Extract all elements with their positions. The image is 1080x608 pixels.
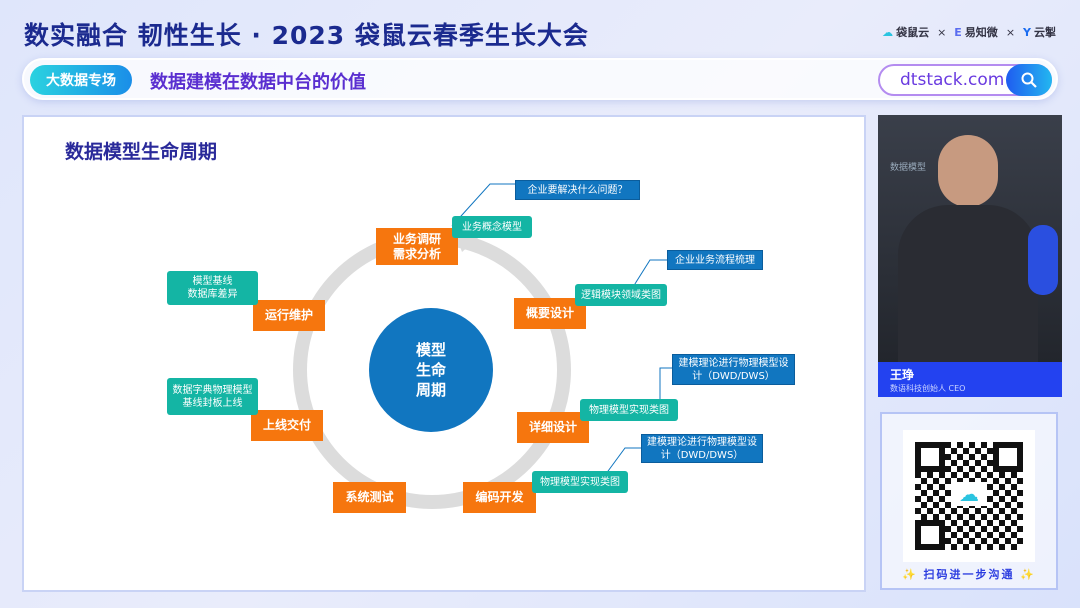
note-box: 企业要解决什么问题？ [515,180,640,200]
note-box: 建模理论进行物理模型设 计（DWD/DWS） [641,434,763,463]
slide-title: 数据模型生命周期 [65,141,218,163]
separator: × [937,25,947,39]
note-box: 建模理论进行物理模型设 计（DWD/DWS） [672,354,795,385]
stage-box: 上线交付 [251,410,323,441]
model-box: 物理模型实现类图 [580,399,678,421]
speaker-name: 王琤 [890,368,915,382]
speaker-caption: 王琤 数语科技创始人 CEO [878,362,1062,397]
video-screen [1028,225,1058,295]
dtstack-logo: ☁袋鼠云 [882,25,930,40]
video-screen-text: 数据模型 [890,163,927,173]
stage-box: 概要设计 [514,298,586,329]
model-box: 物理模型实现类图 [532,471,628,493]
stage-box: 详细设计 [517,412,589,443]
speaker-head [938,135,998,207]
center-circle [369,308,493,432]
center-label: 模型 生命 周期 [415,341,446,399]
lifecycle-ring [293,183,672,509]
model-box: 数据字典物理模型 基线封板上线 [167,378,258,415]
stage-box: 业务调研 需求分析 [376,228,458,265]
separator: × [1005,25,1016,39]
search-icon [1021,72,1037,88]
session-tag: 大数据专场 [30,65,132,95]
qr-code: ☁ [903,430,1035,562]
talk-title: 数据建模在数据中台的价值 [150,72,366,93]
event-title: 数实融合 韧性生长 · 2023 袋鼠云春季生长大会 [24,21,589,50]
speaker-role: 数语科技创始人 CEO [890,384,966,393]
model-box: 业务概念模型 [452,216,532,238]
search-button[interactable] [1006,64,1052,96]
note-box: 企业业务流程梳理 [667,250,763,270]
stage-box: 系统测试 [333,482,406,513]
qr-caption: ✨ 扫码进一步沟通 ✨ [901,568,1037,581]
model-box: 模型基线 数据库差异 [167,271,258,305]
model-box: 逻辑模块领域类图 [575,284,667,306]
speaker-body [898,205,1038,365]
stage-box: 运行维护 [253,300,325,331]
speaker-video: 数据模型 [878,115,1062,397]
stage-box: 编码开发 [463,482,536,513]
